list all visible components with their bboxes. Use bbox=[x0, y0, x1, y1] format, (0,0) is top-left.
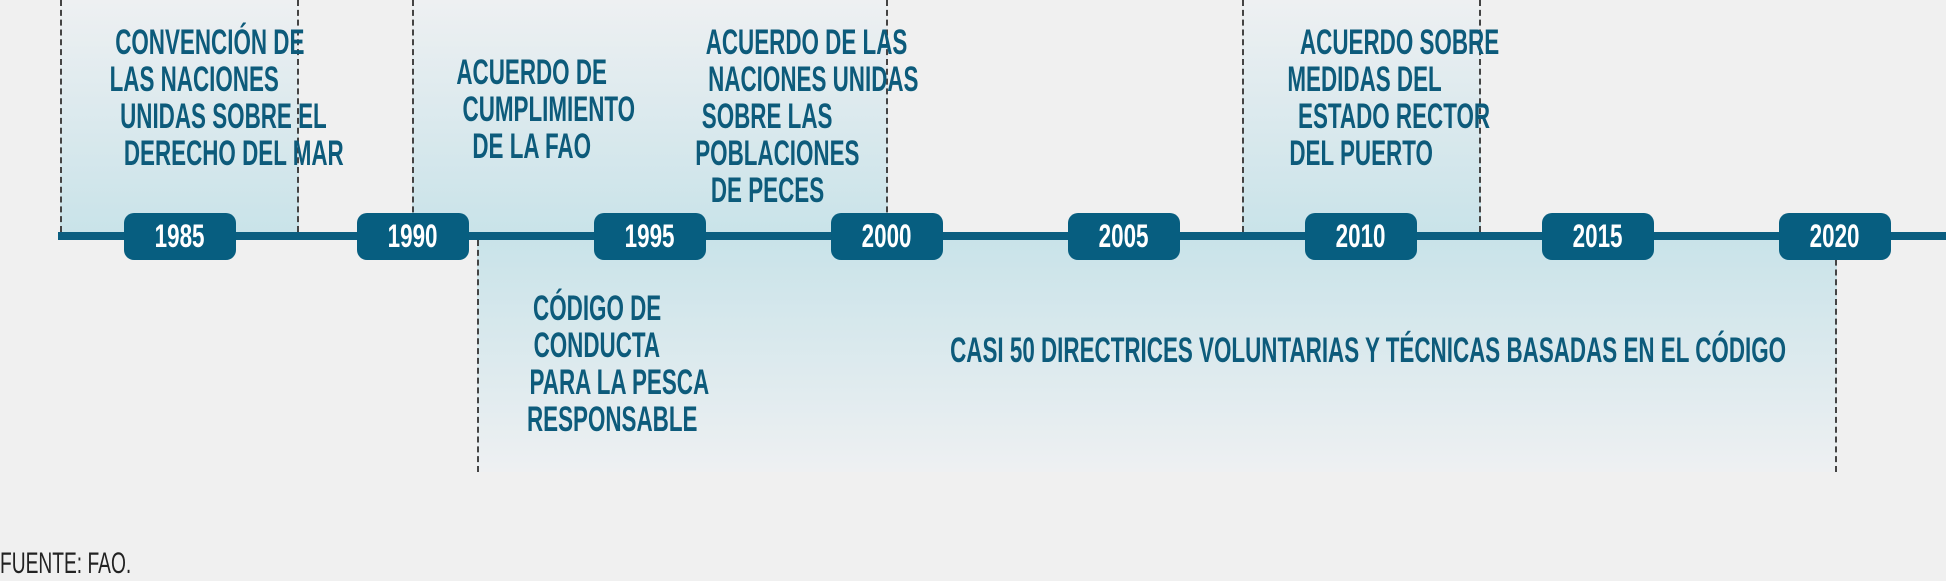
event-line: DE LA FAO bbox=[472, 127, 591, 166]
year-2000: 2000 bbox=[831, 213, 943, 260]
event-line: LAS NACIONES bbox=[109, 60, 279, 99]
event-line: ACUERDO DE bbox=[456, 53, 607, 92]
year-1985: 1985 bbox=[124, 213, 236, 260]
event-fish-stocks: ACUERDO DE LAS NACIONES UNIDAS SOBRE LAS… bbox=[649, 0, 918, 232]
event-line: ACUERDO DE LAS bbox=[705, 23, 908, 62]
event-line: UNIDAS SOBRE EL bbox=[120, 97, 327, 136]
event-line: DEL PUERTO bbox=[1289, 134, 1434, 173]
event-code: CÓDIGO DE CONDUCTA PARA LA PESCA RESPONS… bbox=[477, 240, 717, 472]
event-line: ESTADO RECTOR bbox=[1298, 97, 1491, 136]
event-line: CONDUCTA bbox=[533, 326, 661, 365]
year-1990: 1990 bbox=[357, 213, 469, 260]
event-line: NACIONES UNIDAS bbox=[708, 60, 919, 99]
year-1995: 1995 bbox=[594, 213, 706, 260]
year-2005: 2005 bbox=[1068, 213, 1180, 260]
event-line: CONVENCIÓN DE bbox=[115, 23, 305, 62]
event-psma: ACUERDO SOBRE MEDIDAS DEL ESTADO RECTOR … bbox=[1242, 0, 1499, 232]
event-line: SOBRE LAS bbox=[702, 97, 833, 136]
event-line: CASI 50 DIRECTRICES VOLUNTARIAS Y TÉCNIC… bbox=[950, 331, 1787, 370]
event-line: DERECHO DEL MAR bbox=[123, 134, 344, 173]
event-guidelines: CASI 50 DIRECTRICES VOLUNTARIAS Y TÉCNIC… bbox=[715, 240, 1837, 472]
event-line: POBLACIONES bbox=[695, 134, 860, 173]
year-2010: 2010 bbox=[1305, 213, 1417, 260]
event-line: PARA LA PESCA bbox=[529, 363, 710, 402]
event-line: CÓDIGO DE bbox=[532, 289, 662, 328]
event-line: ACUERDO SOBRE bbox=[1300, 23, 1500, 62]
event-line: MEDIDAS DEL bbox=[1287, 60, 1442, 99]
event-line: DE PECES bbox=[710, 171, 825, 210]
year-2020: 2020 bbox=[1779, 213, 1891, 260]
source-note: FUENTE: FAO. bbox=[0, 547, 132, 580]
event-compliance: ACUERDO DE CUMPLIMIENTO DE LA FAO bbox=[412, 0, 651, 232]
event-line: RESPONSABLE bbox=[526, 400, 698, 439]
event-unclos: CONVENCIÓN DE LAS NACIONES UNIDAS SOBRE … bbox=[60, 0, 344, 232]
year-2015: 2015 bbox=[1542, 213, 1654, 260]
event-line: CUMPLIMIENTO bbox=[462, 90, 636, 129]
timeline-axis bbox=[58, 232, 1946, 240]
